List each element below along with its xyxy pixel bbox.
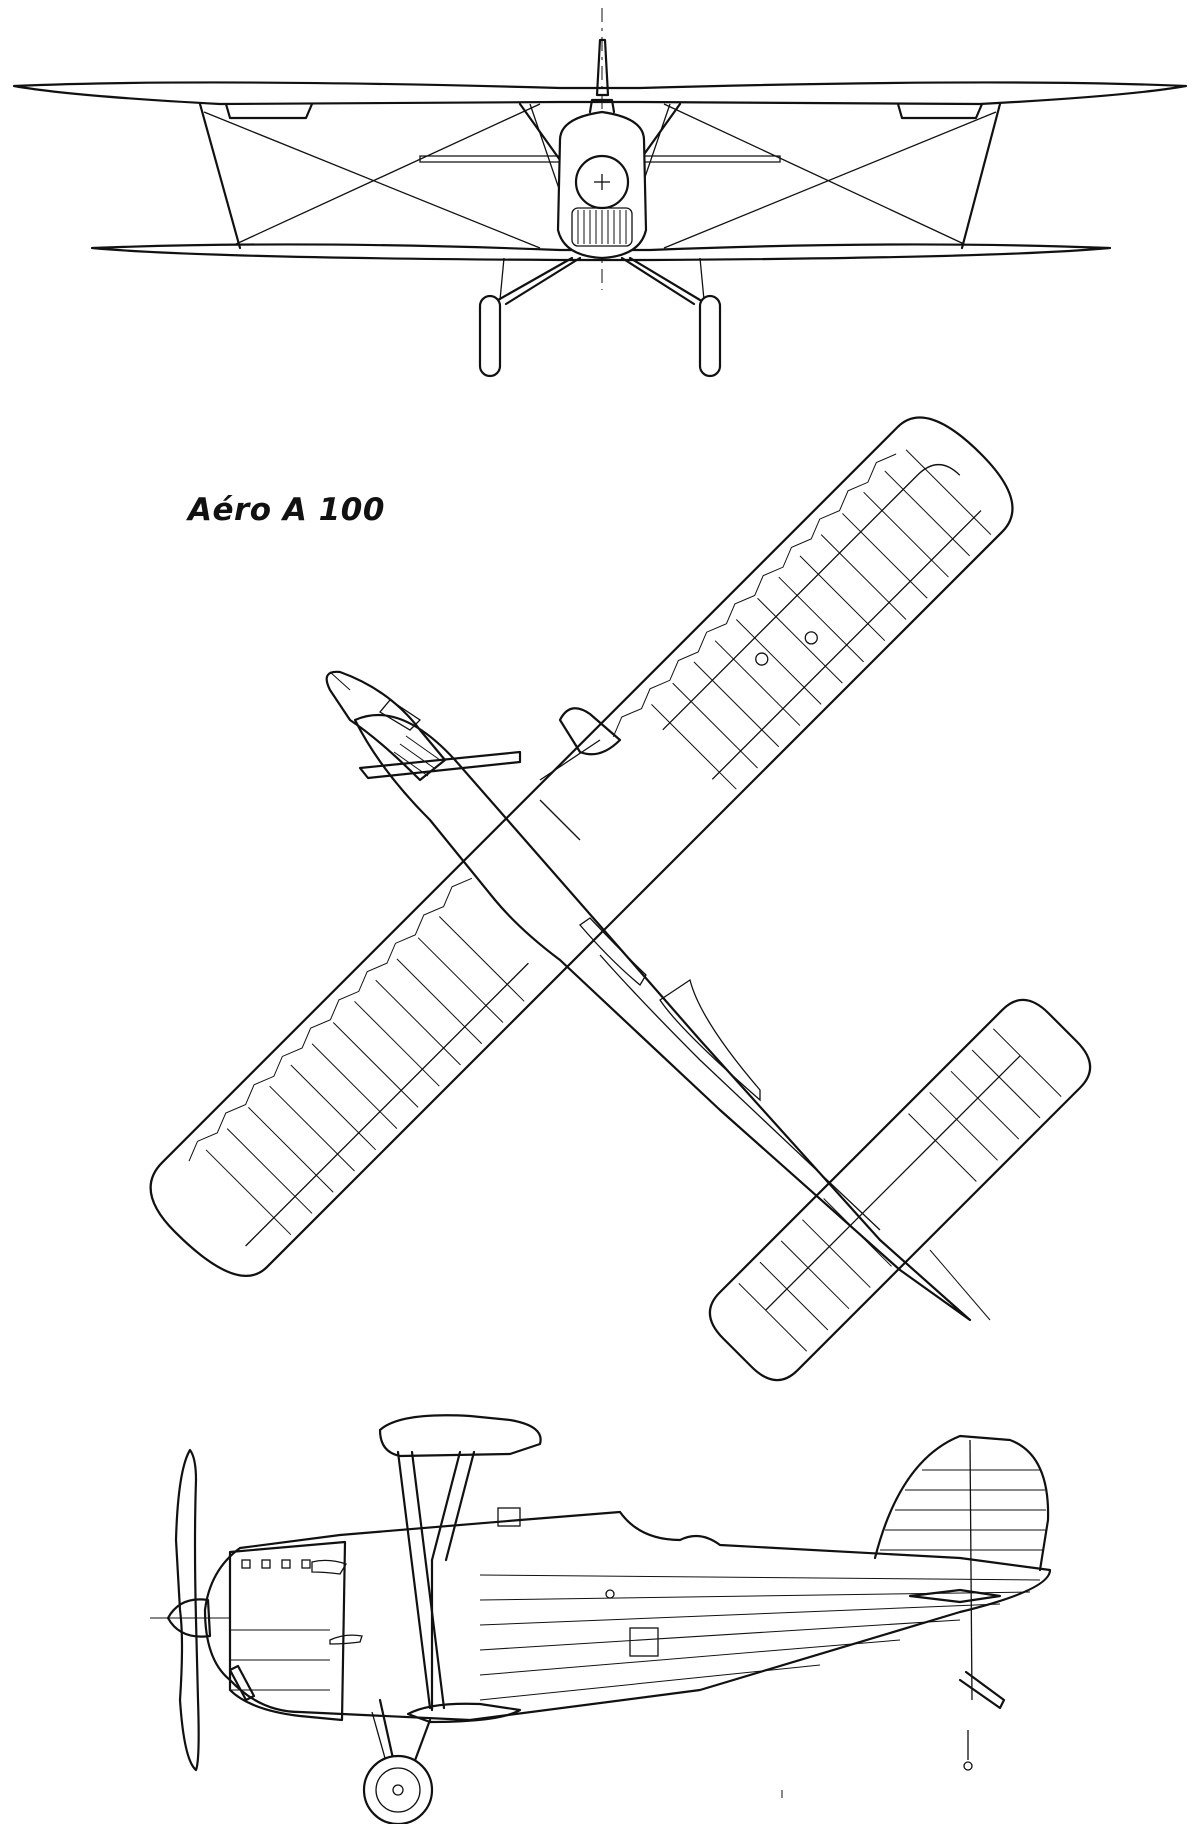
drawing-title: Aéro A 100: [188, 492, 385, 528]
side-view: [150, 1414, 1052, 1824]
front-view: [12, 8, 1188, 378]
top-view: [149, 416, 1092, 1382]
